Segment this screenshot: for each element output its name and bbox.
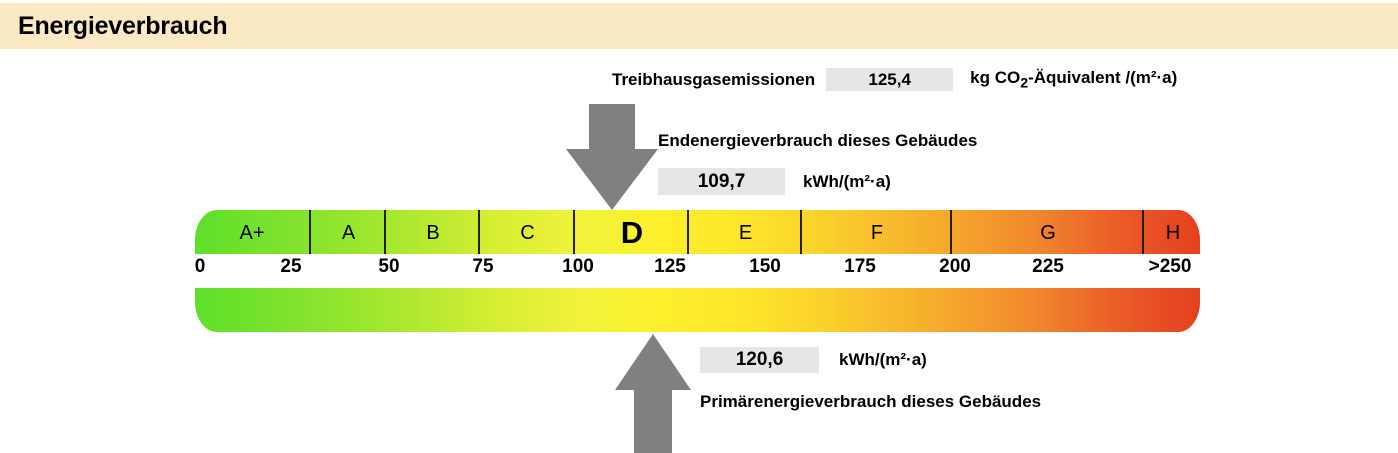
scale-tick-150: 150	[749, 256, 781, 277]
arrow-down-icon	[566, 104, 658, 210]
energy-gradient-bar	[195, 288, 1200, 332]
scale-segment-a: A	[309, 210, 386, 254]
scale-segment-h: H	[1142, 210, 1200, 254]
scale-tick-250: >250	[1148, 256, 1192, 277]
energy-class-scale: A+ A B C D E F G H	[195, 210, 1200, 254]
scale-tick-125: 125	[654, 256, 686, 277]
greenhouse-gas-row: Treibhausgasemissionen 125,4 kg CO2-Äqui…	[612, 68, 1177, 91]
scale-label-f: F	[870, 222, 884, 244]
scale-tick-0: 0	[194, 256, 206, 277]
greenhouse-gas-label: Treibhausgasemissionen	[612, 69, 816, 89]
greenhouse-gas-unit: kg CO2-Äquivalent /(m²·a)	[970, 68, 1178, 92]
scale-segment-g: G	[950, 210, 1144, 254]
scale-label-d: D	[620, 214, 644, 250]
scale-tick-225: 225	[1032, 256, 1064, 277]
scale-tick-50: 50	[378, 256, 400, 277]
scale-segment-c: C	[478, 210, 575, 254]
final-energy-title: Endenergieverbrauch dieses Gebäudes	[658, 131, 978, 150]
scale-tick-25: 25	[280, 256, 302, 277]
section-header-bar: Energieverbrauch	[0, 3, 1398, 49]
scale-label-a-plus: A+	[239, 222, 265, 244]
page-title: Energieverbrauch	[18, 12, 228, 40]
final-energy-value: 109,7	[658, 168, 785, 195]
scale-label-a: A	[341, 222, 356, 244]
scale-label-c: C	[520, 222, 535, 244]
scale-label-g: G	[1040, 222, 1056, 244]
primary-energy-value: 120,6	[700, 347, 819, 373]
final-energy-unit: kWh/(m²·a)	[803, 171, 891, 191]
scale-segment-f: F	[800, 210, 952, 254]
primary-energy-title: Primärenergieverbrauch dieses Gebäudes	[700, 392, 1042, 411]
scale-tick-175: 175	[844, 256, 876, 277]
primary-energy-row: 120,6 kWh/(m²·a)	[700, 347, 927, 373]
final-energy-row: 109,7 kWh/(m²·a)	[658, 168, 891, 195]
scale-tick-100: 100	[562, 256, 594, 277]
arrow-up-icon	[615, 334, 691, 453]
scale-label-h: H	[1165, 222, 1181, 244]
greenhouse-gas-value: 125,4	[826, 68, 954, 92]
scale-segment-e: E	[687, 210, 802, 254]
scale-segment-a-plus: A+	[195, 210, 309, 254]
scale-tick-200: 200	[939, 256, 971, 277]
primary-energy-unit: kWh/(m²·a)	[839, 350, 927, 369]
scale-tick-labels: 0 25 50 75 100 125 150 175 200 225 >250	[0, 256, 1398, 284]
scale-segment-b: B	[384, 210, 480, 254]
scale-label-b: B	[426, 222, 440, 244]
scale-segment-d: D	[573, 210, 689, 254]
scale-tick-75: 75	[472, 256, 494, 277]
energy-class-scale-bar: A+ A B C D E F G H	[195, 210, 1200, 254]
scale-label-e: E	[738, 222, 753, 244]
